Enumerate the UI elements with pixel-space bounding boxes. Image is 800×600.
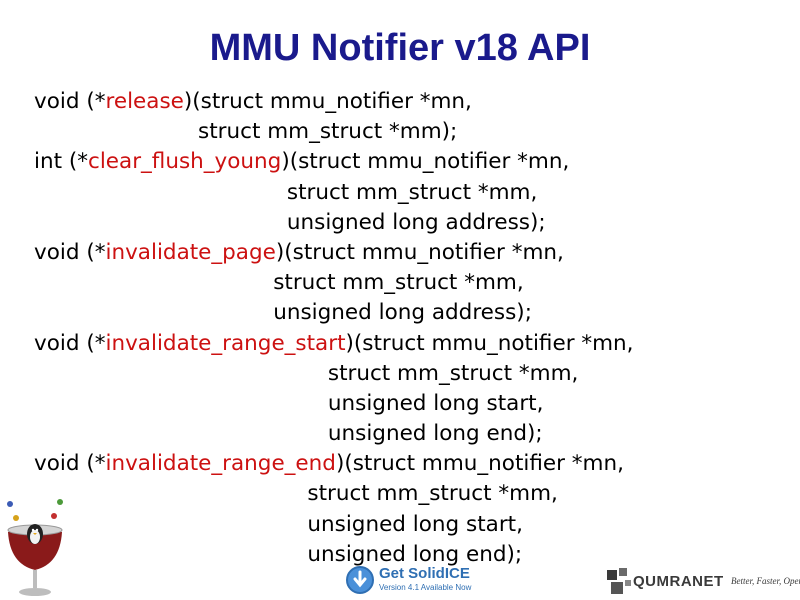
- qumranet-logo-icon: [607, 568, 631, 594]
- code-line: struct mm_struct *mm,: [34, 178, 634, 208]
- code-text: void (*: [34, 451, 106, 477]
- qumranet-logo: QUMRANET Better, Faster, Open: [605, 566, 800, 598]
- code-line: unsigned long start,: [34, 389, 634, 419]
- callback-name: clear_flush_young: [88, 149, 282, 175]
- code-text: )(struct mmu_notifier *mn,: [183, 89, 472, 114]
- code-line: void (*invalidate_page)(struct mmu_notif…: [34, 238, 634, 268]
- code-text: unsigned long start,: [34, 511, 523, 537]
- callback-name: invalidate_range_end: [105, 451, 336, 477]
- callback-name: release: [105, 89, 184, 114]
- code-text: void (*: [34, 330, 106, 356]
- code-text: unsigned long address);: [34, 300, 532, 326]
- code-line: unsigned long end);: [34, 540, 634, 570]
- code-text: )(struct mmu_notifier *mn,: [335, 451, 624, 477]
- code-line: int (*clear_flush_young)(struct mmu_noti…: [34, 147, 634, 177]
- code-line: unsigned long end);: [34, 419, 634, 449]
- code-line: void (*release)(struct mmu_notifier *mn,: [34, 87, 634, 117]
- code-text: void (*: [34, 89, 106, 114]
- slide-title: MMU Notifier v18 API: [209, 27, 591, 69]
- code-text: struct mm_struct *mm,: [34, 360, 579, 386]
- solidice-badge-icon: [346, 566, 374, 594]
- callback-name: invalidate_page: [105, 239, 276, 265]
- code-line: struct mm_struct *mm,: [34, 479, 634, 509]
- code-line: unsigned long address);: [34, 298, 634, 328]
- solidice-subtitle: Version 4.1 Available Now: [379, 583, 472, 592]
- qumranet-name: QUMRANET: [633, 573, 724, 590]
- code-text: struct mm_struct *mm,: [34, 481, 558, 507]
- code-text: unsigned long start,: [34, 390, 544, 416]
- code-line: unsigned long address);: [34, 208, 634, 238]
- code-text: )(struct mmu_notifier *mn,: [281, 149, 570, 175]
- code-text: )(struct mmu_notifier *mn,: [275, 239, 564, 265]
- code-text: )(struct mmu_notifier *mn,: [345, 330, 634, 356]
- code-text: struct mm_struct *mm,: [34, 270, 524, 296]
- code-line: void (*invalidate_range_start)(struct mm…: [34, 329, 634, 359]
- code-text: unsigned long address);: [34, 209, 546, 235]
- qumranet-tagline: Better, Faster, Open: [731, 576, 800, 586]
- code-line: void (*invalidate_range_end)(struct mmu_…: [34, 449, 634, 479]
- penguin-wineglass-icon: [7, 499, 63, 596]
- code-text: void (*: [34, 239, 106, 265]
- api-code-block: void (*release)(struct mmu_notifier *mn,…: [34, 87, 634, 570]
- code-text: struct mm_struct *mm);: [34, 119, 458, 145]
- solidice-title: Get SolidICE: [379, 565, 470, 582]
- callback-name: invalidate_range_start: [105, 330, 346, 356]
- code-line: struct mm_struct *mm,: [34, 359, 634, 389]
- code-line: struct mm_struct *mm,: [34, 268, 634, 298]
- code-line: unsigned long start,: [34, 510, 634, 540]
- code-text: struct mm_struct *mm,: [34, 179, 538, 205]
- solidice-promo[interactable]: Get SolidICE Version 4.1 Available Now: [345, 563, 475, 597]
- code-text: unsigned long end);: [34, 541, 523, 567]
- code-line: struct mm_struct *mm);: [34, 117, 634, 147]
- code-text: unsigned long end);: [34, 421, 543, 447]
- code-text: int (*: [34, 149, 89, 175]
